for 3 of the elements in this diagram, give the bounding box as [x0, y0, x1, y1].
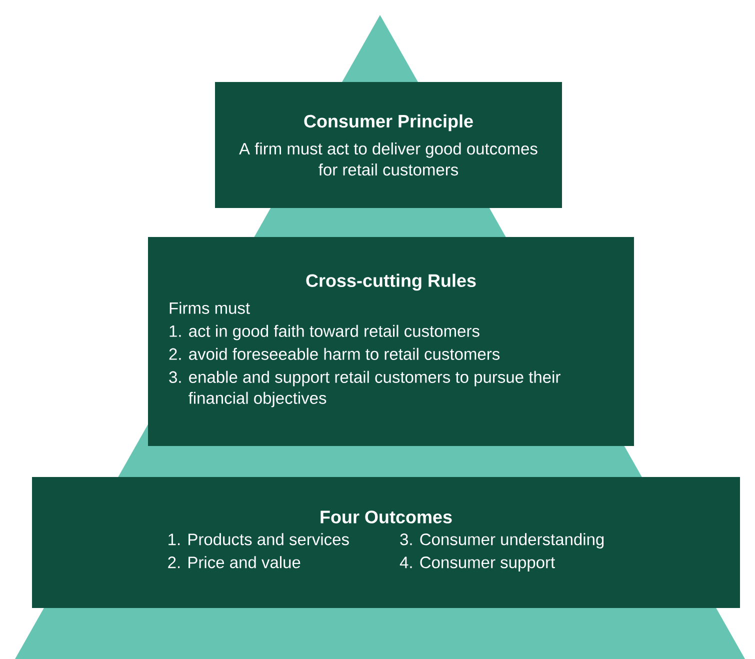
tier-box: Four Outcomes 1. Products and services 3. Consumer understanding 2. Price and value 4. Consumer support — [32, 477, 740, 608]
tier-box: Consumer Principle A firm must act to deliver good outcomes for retail customers — [215, 82, 562, 208]
tier-box: Cross-cutting Rules Firms must 1. act in good faith toward retail customers 2. avoid foreseeable harm to retail customers 3. enable and support retail customers to pursue their financial objectives — [148, 237, 634, 446]
